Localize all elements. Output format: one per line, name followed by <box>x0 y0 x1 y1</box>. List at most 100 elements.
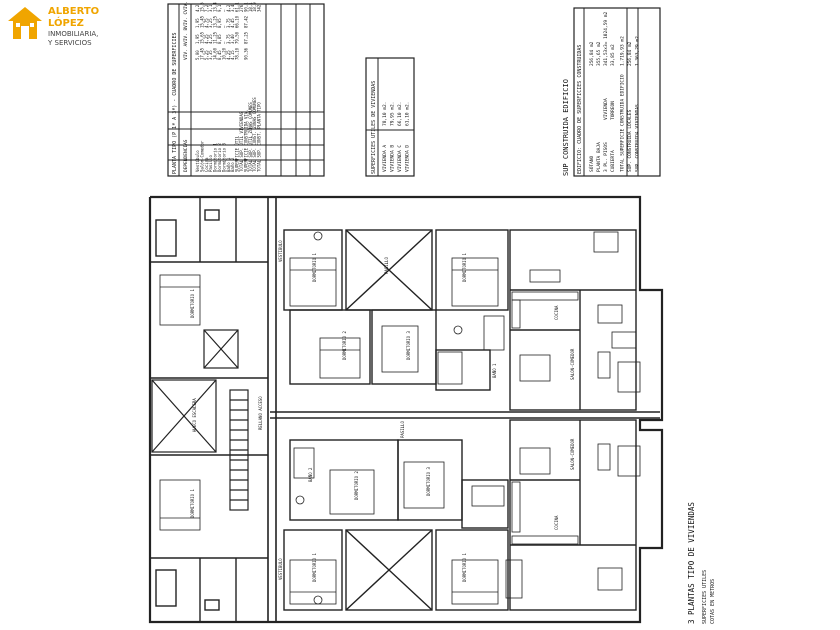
edificio-table-cell: 256,84 m2 <box>627 41 633 66</box>
viviendas-table-cell: VIVIENDA C <box>397 145 403 172</box>
edificio-table-cell: SÓTANO <box>588 155 595 172</box>
edificio-table-cell: TORREON <box>610 101 616 120</box>
edificio-table-cell: VIVIENDA <box>603 98 609 120</box>
area-table-cell: 3,1 <box>208 4 213 12</box>
area-table-cell: Vestíbulo <box>195 150 200 172</box>
room-label-bano-bottom: BAÑO 2 <box>308 467 313 482</box>
area-table-cell: Dormitorio 1 <box>213 143 218 172</box>
logo-tagline-line1: INMOBILIARIA, <box>48 30 99 38</box>
area-table-cell: 3,35 <box>208 50 213 60</box>
area-table-cell: — <box>221 25 226 28</box>
area-table-cell: 342 <box>257 4 262 12</box>
edificio-table-cell: 355,65 m2 <box>596 41 602 66</box>
area-table-cell: 3,75 <box>226 18 231 28</box>
edificio-table-cell: 33,85 m2 <box>610 44 616 66</box>
area-table-cell: 4,25 <box>226 50 231 60</box>
room-label-bano-top: BAÑO 1 <box>492 363 497 378</box>
plan-subtitle-superficies: SUPERFICIES UTILES <box>702 570 708 624</box>
kitchen-counters <box>511 291 579 545</box>
bathroom-fixtures <box>293 231 505 605</box>
viviendas-table-cell: 78,10 m2. <box>382 102 388 126</box>
area-table-cell: 14,60 <box>213 47 218 60</box>
room-label-salon-bottom: SALON-COMEDOR <box>570 438 575 470</box>
area-table-cell: SUPERFICIE CONSTRUIDA VIV. <box>243 109 248 172</box>
edificio-table-cell: 1.719,93 m2 <box>619 36 625 66</box>
area-table-cell: 15,5 <box>199 2 204 12</box>
area-table-header: VIV. A <box>183 43 189 60</box>
area-table-cell: 10,20 <box>221 47 226 60</box>
house-logo-icon <box>8 7 42 39</box>
edificio-table-cell: PLANTA BAJA <box>596 142 602 172</box>
room-label-hueco: HUECO ESCALERA <box>192 398 197 432</box>
area-table-cell: 8,95 <box>217 18 222 28</box>
edificio-heading: SUP CONSTRUIDA EDIFICIO <box>562 79 570 176</box>
beds <box>159 257 499 605</box>
area-table-cell: 4,2 <box>226 4 231 12</box>
area-table-cell: 4,25 <box>204 34 209 44</box>
room-label-dorm-left-top: DORMITORIO 1 <box>190 289 195 318</box>
area-table-cell: Salón-Comedor <box>199 140 204 172</box>
edificio-table-title: EDIFICIO: CUADRO DE SUPERFICIES CONSTRUI… <box>577 45 583 174</box>
area-table-cell: 1,95 <box>195 34 200 44</box>
logo-tagline-line2: Y SERVICIOS <box>48 39 92 47</box>
edificio-table <box>573 7 661 177</box>
viviendas-table <box>365 57 415 177</box>
area-table-cell: TOTAL SUP. ÚTIL VIVIENDAS <box>239 111 244 172</box>
area-table-cell: 78,10 <box>235 47 240 60</box>
area-table-cell: 4,45 <box>230 18 235 28</box>
room-label-cocina-bottom: COCINA <box>554 515 559 530</box>
edificio-table-cell: 3 PL. PISOS <box>603 142 609 172</box>
logo-name-line2: LÓPEZ <box>48 18 84 29</box>
area-table-cell: 3,4 <box>230 4 235 12</box>
viviendas-table-cell: 66,10 m2. <box>397 102 403 126</box>
viviendas-table-cell: VIVIENDA D <box>405 145 411 172</box>
room-label-salon-top: SALON-COMEDOR <box>570 348 575 380</box>
area-table-cell: Pasillo <box>208 155 213 172</box>
area-table-header: VIV. B <box>183 27 189 44</box>
upper-apartment-walls <box>283 229 637 411</box>
area-table-cell: 87,25 <box>243 31 248 44</box>
area-table-cell: 90,36 <box>243 47 248 60</box>
room-label-dorm3-bottom: DORMITORIO 3 <box>426 467 431 496</box>
edificio-table-cell: CUBIERTA <box>610 150 616 172</box>
area-table-cell: Baño 1 <box>226 157 231 172</box>
plan-title: 3 PLANTAS TIPO DE VIVIENDAS <box>687 502 696 624</box>
area-table-cell: 7,2 <box>204 4 209 12</box>
edificio-table-cell: SUP. CONSTRUIDA VIVIENDAS <box>635 104 641 172</box>
edificio-table-cell: 341,53x3= 1024,59 m2 <box>603 12 609 66</box>
area-table-cell: TOTAL SUP. UTIL ZONAS COMUNES <box>248 102 253 172</box>
area-table-cell: SUPERFICIE ÚTIL <box>235 135 240 172</box>
room-label-vestibulo-top: VESTIBULO <box>278 240 283 262</box>
area-table-cell: Dormitorio 3 <box>221 143 226 172</box>
edificio-table-cell: 1.363,29 m2 <box>635 36 641 66</box>
viviendas-table-title: SUPERFICIES UTILES DE VIVIENDAS <box>371 81 377 174</box>
area-table-cell: 4,25 <box>208 34 213 44</box>
room-label-pasillo-top: PASILLO <box>384 257 389 274</box>
room-label-rellano: RELLANO ACCESO <box>258 396 263 430</box>
area-table-cell: — <box>221 41 226 44</box>
area-table-cell: 61,1 <box>235 2 240 12</box>
area-table-cell: 18,1 <box>248 2 253 12</box>
area-table-cell: 87,42 <box>243 15 248 28</box>
area-table-header: DEPENDENCIAS <box>183 139 189 172</box>
area-table-cell: 15,65 <box>199 31 204 44</box>
area-table-cell: 18,9 <box>252 2 257 12</box>
room-label-dorm1-top: DORMITORIO 1 <box>312 253 317 282</box>
area-table-cell: 13,4 <box>213 2 218 12</box>
room-label-dorm1-bottom-right: DORMITORIO 1 <box>462 553 467 582</box>
area-table-cell: 8,85 <box>217 34 222 44</box>
area-table-cell: 4,15 <box>230 50 235 60</box>
left-block-rooms <box>150 197 268 622</box>
area-table-cell: TOTAL SUP. CONST. ZONAS COMUNES <box>252 97 257 172</box>
area-table-cell: 15,45 <box>199 15 204 28</box>
lower-apartment-walls <box>283 419 637 611</box>
area-table-cell: 3,25 <box>208 18 213 28</box>
area-table <box>167 3 325 177</box>
edificio-table-cell: SUP. CONSTRUIDA LOCALES <box>627 109 633 172</box>
logo-name-line1: ALBERTO <box>48 6 100 17</box>
edificio-table-cell: 256,84 m2 <box>589 41 595 66</box>
area-table-cell: 3,75 <box>226 34 231 44</box>
area-table-cell: Baño 2 <box>230 157 235 172</box>
area-table-title: PLANTA TIPO (P 1ª A 3ª) - CUADRO DE SUPE… <box>172 33 178 174</box>
